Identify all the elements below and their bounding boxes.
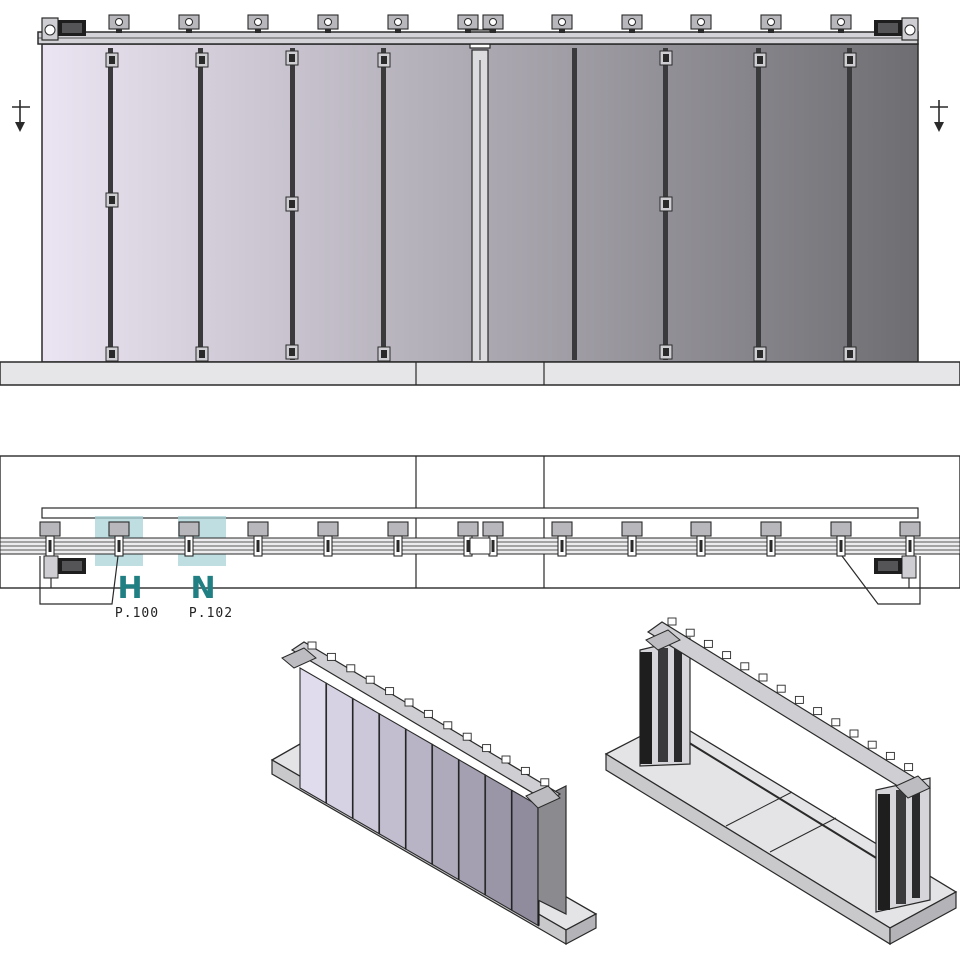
trolley [885,751,895,760]
callout-n-letter[interactable]: N [190,571,215,606]
motor-icon [895,775,931,799]
panel-joint [847,48,852,360]
callout-h-page[interactable]: P.100 [115,606,159,621]
trolley [551,521,573,537]
plan-view: H P.100 N P.102 [0,455,960,621]
trolley [108,521,130,537]
trolley [387,521,409,537]
trolley [247,521,269,537]
panel-joint [381,48,386,360]
track-trolleys [108,14,852,33]
motor-icon [874,555,917,588]
trolley [703,639,713,648]
trolley [830,521,852,537]
iso-panel [484,774,513,912]
iso-panel [511,789,540,927]
motor-icon [41,17,86,41]
iso-trolleys [667,617,914,772]
trolley [540,778,550,787]
trolley [722,651,732,660]
trolley [621,521,643,537]
panel-hinges [105,50,857,362]
trolley [404,698,414,707]
trolley [776,684,786,693]
trolley [867,740,877,749]
trolley [457,521,479,537]
floor-slab [0,361,960,386]
trolley [760,521,782,537]
plan-outline [0,455,960,589]
iso-panel [352,697,381,835]
trolley [307,641,317,650]
trolley [501,755,511,764]
plan-header-beam [41,507,919,519]
panel-joint [572,48,577,360]
iso-panel [431,743,460,881]
trolley [831,718,841,727]
panel-joint [756,48,761,360]
trolley [794,695,804,704]
trolley [317,521,339,537]
trolley [482,521,504,537]
trolley [462,732,472,741]
motor-icon [281,647,317,669]
trolley [423,709,433,718]
trolley [326,652,336,661]
trolley [849,729,859,738]
panel-joint [198,48,203,360]
callout-n-page[interactable]: P.102 [189,606,233,621]
iso-panel [325,682,354,820]
motor-icon [43,555,86,588]
trolley [520,766,530,775]
iso-panel [405,728,434,866]
iso-trolleys [307,641,550,787]
motor-icon [645,629,681,651]
trolley [385,687,395,696]
iso-panel [378,712,407,851]
trolley [178,521,200,537]
trolley [813,707,823,716]
trolley [482,744,492,753]
isometric-open-wall [604,617,958,946]
iso-panels [299,667,540,927]
down-arrow-icon [930,100,948,132]
motor-icon [874,17,919,41]
iso-end-panel [537,785,567,915]
down-arrow-icon [12,100,30,132]
trolley [690,521,712,537]
trolley [740,662,750,671]
trolley [39,521,61,537]
plan-trolleys [39,521,921,557]
front-elevation [0,14,960,386]
motor-icon [525,785,561,809]
trolley [443,721,453,730]
callout-h-letter[interactable]: H [117,571,142,606]
trolley [758,673,768,682]
iso-panel [458,758,487,897]
trolley [365,675,375,684]
isometric-closed-wall [270,641,598,946]
iso-panel [299,667,328,805]
iso-top-track [290,641,562,803]
trolley [346,664,356,673]
trolley [904,763,914,772]
trolley [899,521,921,537]
trolley [685,628,695,637]
trolley [667,617,677,626]
